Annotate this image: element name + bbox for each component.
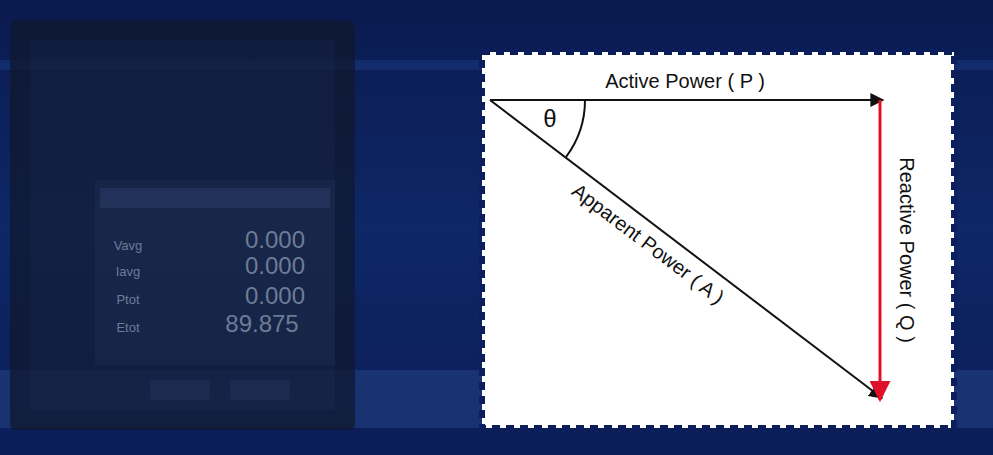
meter-value: 0.000 xyxy=(245,282,305,310)
angle-arc xyxy=(566,100,585,157)
meter-label: Ptot xyxy=(116,293,139,308)
perforated-border xyxy=(482,52,954,428)
active-power-arrow xyxy=(490,99,883,101)
meter-label: Vavg xyxy=(114,239,143,254)
axis-label: Active Power ( P ) xyxy=(605,70,765,93)
meter-value: 89.875 xyxy=(225,310,298,338)
meter-value: 0.000 xyxy=(245,252,305,280)
axis-label: Reactive Power ( Q ) xyxy=(895,157,918,343)
meter-value: 0.000 xyxy=(245,226,305,254)
meter-label: Iavg xyxy=(116,265,141,280)
reactive-power-arrow xyxy=(879,100,882,400)
meter-label: Etot xyxy=(116,321,139,336)
diagram-panel xyxy=(482,52,954,428)
power-meter xyxy=(10,20,355,430)
angle-symbol: θ xyxy=(543,105,556,133)
apparent-power-arrow xyxy=(490,100,882,398)
